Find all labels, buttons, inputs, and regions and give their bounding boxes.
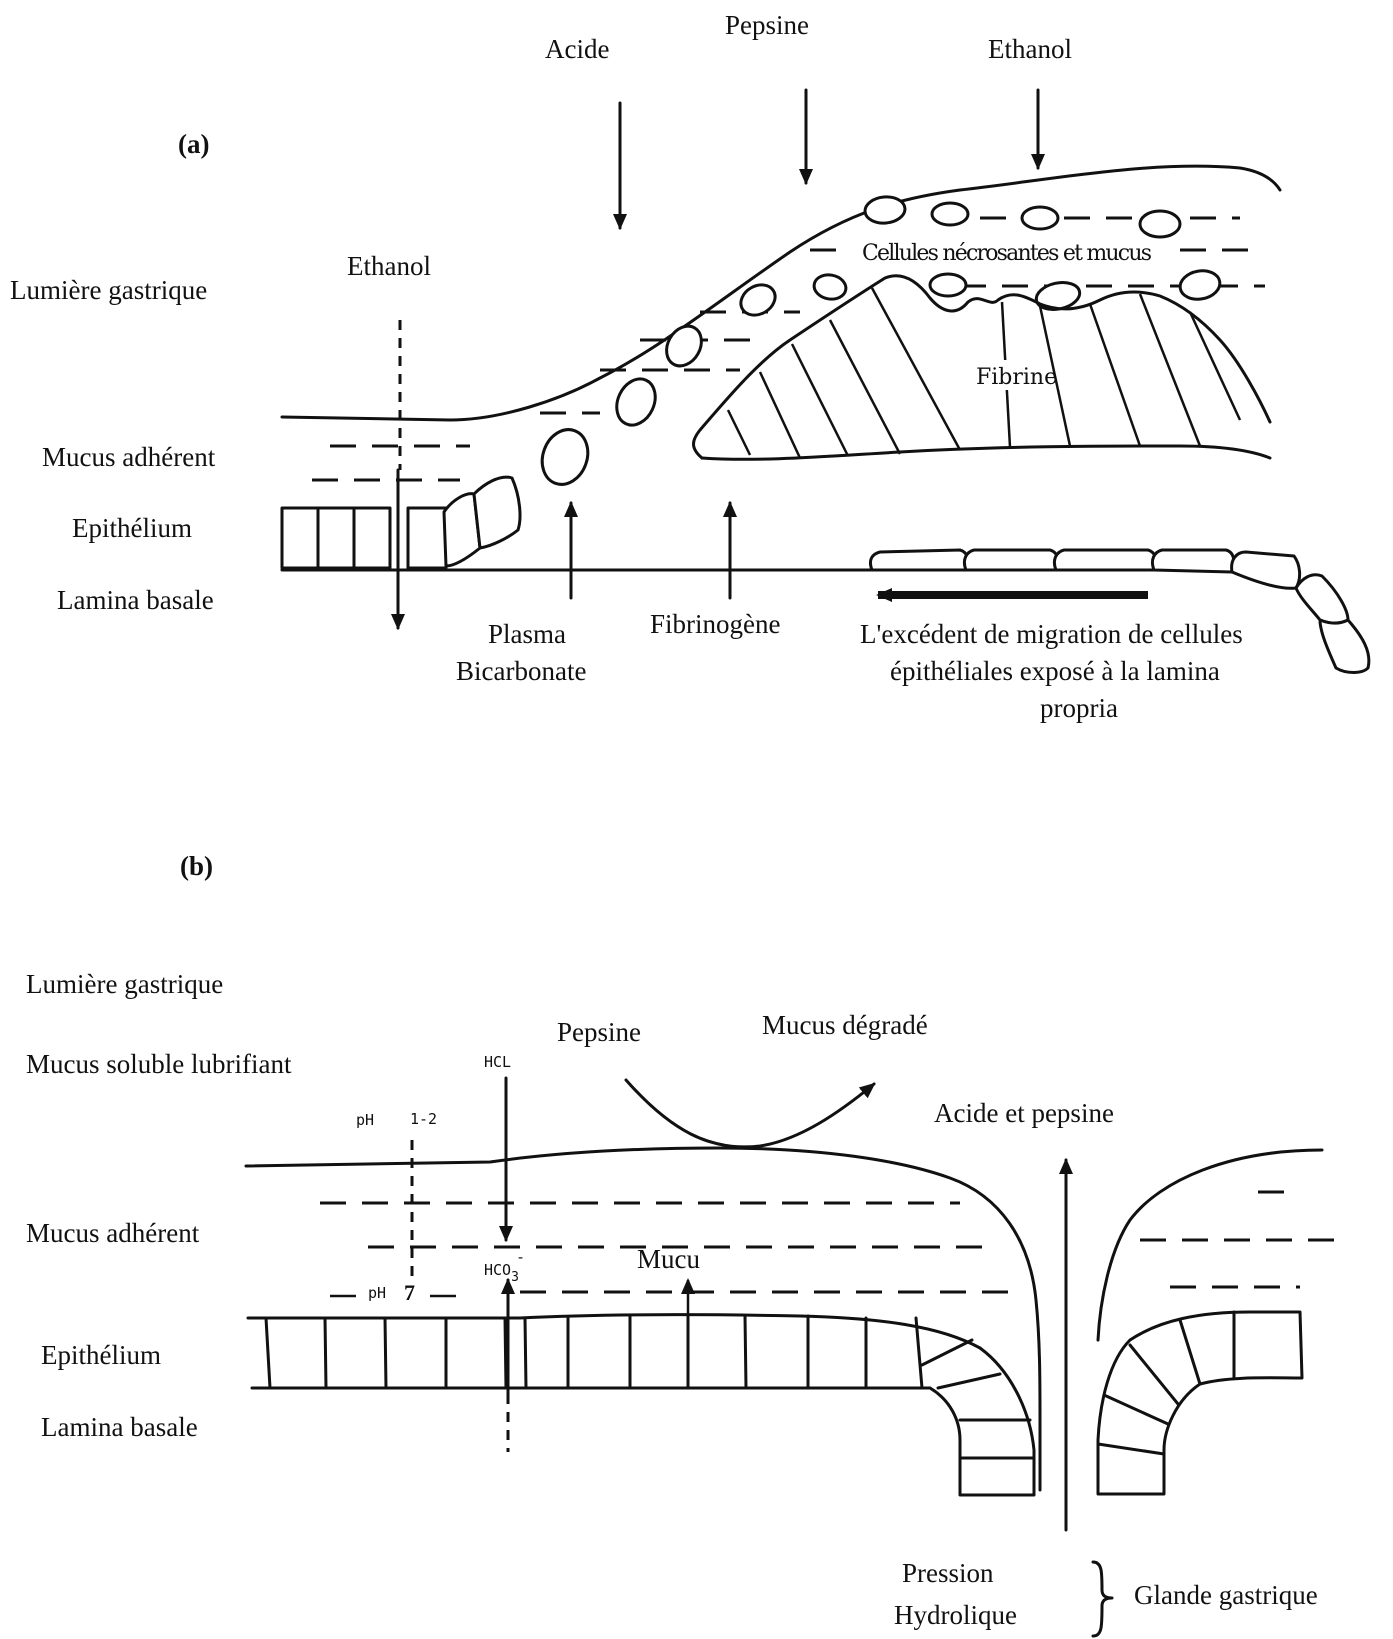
mucus-degradation-curve bbox=[626, 1080, 874, 1147]
cell-wall bbox=[266, 1318, 270, 1388]
label-basal-lamina-b: Lamina basale bbox=[41, 1412, 198, 1442]
migrating-cell bbox=[1054, 550, 1156, 570]
label-ethanol-top: Ethanol bbox=[988, 34, 1072, 64]
gland-brace bbox=[1093, 1562, 1112, 1636]
detaching-cell bbox=[474, 477, 520, 548]
cell-wall bbox=[325, 1318, 326, 1388]
label-ph-low-value: 1-2 bbox=[410, 1110, 437, 1128]
necrotic-cell bbox=[660, 320, 709, 372]
migrating-cell bbox=[1232, 552, 1300, 588]
label-bicarbonate: Bicarbonate bbox=[456, 656, 586, 686]
cell-wall bbox=[505, 1318, 506, 1388]
necrotic-cell bbox=[812, 272, 848, 301]
fibrin-hatch-line bbox=[760, 372, 800, 458]
cell-wall bbox=[385, 1318, 386, 1388]
label-pepsin-b: Pepsine bbox=[557, 1017, 641, 1047]
label-acid-pepsin: Acide et pepsine bbox=[934, 1098, 1114, 1128]
label-lumen-a: Lumière gastrique bbox=[10, 275, 207, 305]
migrating-cell bbox=[1320, 620, 1369, 673]
cell-wall bbox=[1180, 1320, 1200, 1384]
label-soluble-mucus: Mucus soluble lubrifiant bbox=[26, 1049, 292, 1079]
panel-b: (b) Lumière gastrique Mucus soluble lubr… bbox=[26, 851, 1345, 1636]
epithelial-cell bbox=[318, 508, 354, 568]
migrating-cell bbox=[1152, 550, 1234, 572]
necrotic-cell bbox=[930, 274, 966, 296]
label-hco3-charge: - bbox=[516, 1248, 525, 1266]
label-necrotic: Cellules nécrosantes et mucus bbox=[862, 241, 1152, 266]
label-migration-1: L'excédent de migration de cellules bbox=[860, 619, 1243, 649]
cell-wall bbox=[525, 1318, 526, 1388]
necrotic-cell bbox=[535, 423, 595, 491]
epithelium-top-line bbox=[248, 1315, 980, 1348]
label-hydraulic: Hydrolique bbox=[894, 1600, 1017, 1630]
necrotic-cell bbox=[1140, 211, 1180, 237]
label-hco3: HCO3 bbox=[484, 1261, 519, 1285]
epithelium-a bbox=[282, 477, 520, 568]
fibrin-hatch-line bbox=[1190, 312, 1240, 420]
label-gastric-gland: Glande gastrique bbox=[1134, 1580, 1318, 1610]
epithelial-cell bbox=[354, 508, 390, 568]
label-ph-neutral-value: 7 bbox=[404, 1280, 415, 1305]
label-pepsin-a: Pepsine bbox=[725, 10, 809, 40]
cell-wall bbox=[938, 1374, 1000, 1388]
epithelium-b bbox=[248, 1315, 1034, 1495]
panel-a: (a) Lumière gastrique Mucus adhérent Epi… bbox=[10, 10, 1369, 723]
label-adherent-mucus-a: Mucus adhérent bbox=[42, 442, 216, 472]
label-adherent-mucus-b: Mucus adhérent bbox=[26, 1218, 200, 1248]
necrotic-cell bbox=[1022, 207, 1058, 229]
epithelial-cell bbox=[408, 508, 446, 568]
label-fibrinogen: Fibrinogène bbox=[650, 609, 780, 639]
label-degraded-mucus: Mucus dégradé bbox=[762, 1010, 928, 1040]
cell-wall bbox=[1130, 1345, 1178, 1404]
label-ethanol-left: Ethanol bbox=[347, 251, 431, 281]
label-basal-lamina-a: Lamina basale bbox=[57, 585, 214, 615]
gland-wall-right bbox=[1098, 1312, 1302, 1494]
fibrin-hatch-line bbox=[792, 344, 848, 456]
label-fibrin: Fibrine bbox=[976, 365, 1057, 390]
label-ph-low-prefix: pH bbox=[356, 1111, 374, 1129]
label-migration-3: propria bbox=[1040, 693, 1118, 723]
fibrin-hatch-line bbox=[728, 410, 750, 455]
fibrin-hatch-line bbox=[1090, 304, 1140, 446]
label-epithelium-a: Epithélium bbox=[72, 513, 192, 543]
label-hcl: HCL bbox=[484, 1053, 511, 1071]
epithelial-cell bbox=[282, 508, 318, 568]
cell-wall bbox=[1098, 1444, 1164, 1454]
fibrin-hatch-line bbox=[830, 320, 900, 454]
label-ph-neutral-prefix: pH bbox=[368, 1284, 386, 1302]
label-pressure: Pression bbox=[902, 1558, 994, 1588]
necrotic-cell bbox=[864, 195, 906, 224]
necrotic-cell bbox=[1178, 268, 1222, 303]
fibrin-bottom-outline bbox=[702, 446, 1270, 459]
necrotic-cell bbox=[610, 373, 663, 432]
necrotic-cell bbox=[932, 203, 968, 225]
migrating-cell bbox=[964, 550, 1058, 570]
migrating-cell bbox=[870, 550, 968, 570]
label-plasma: Plasma bbox=[488, 619, 566, 649]
cell-wall bbox=[1104, 1395, 1168, 1424]
migrating-cells bbox=[870, 550, 1368, 673]
label-lumen-b: Lumière gastrique bbox=[26, 969, 223, 999]
cell-wall bbox=[745, 1316, 746, 1388]
cell-wall bbox=[922, 1340, 972, 1365]
panel-a-tag: (a) bbox=[178, 129, 209, 159]
migrating-cell bbox=[1296, 575, 1348, 623]
gland-right bbox=[1098, 1312, 1302, 1494]
label-migration-2: épithéliales exposé à la lamina bbox=[890, 656, 1220, 686]
panel-b-tag: (b) bbox=[180, 851, 213, 881]
label-epithelium-b: Epithélium bbox=[41, 1340, 161, 1370]
label-acid: Acide bbox=[545, 34, 609, 64]
